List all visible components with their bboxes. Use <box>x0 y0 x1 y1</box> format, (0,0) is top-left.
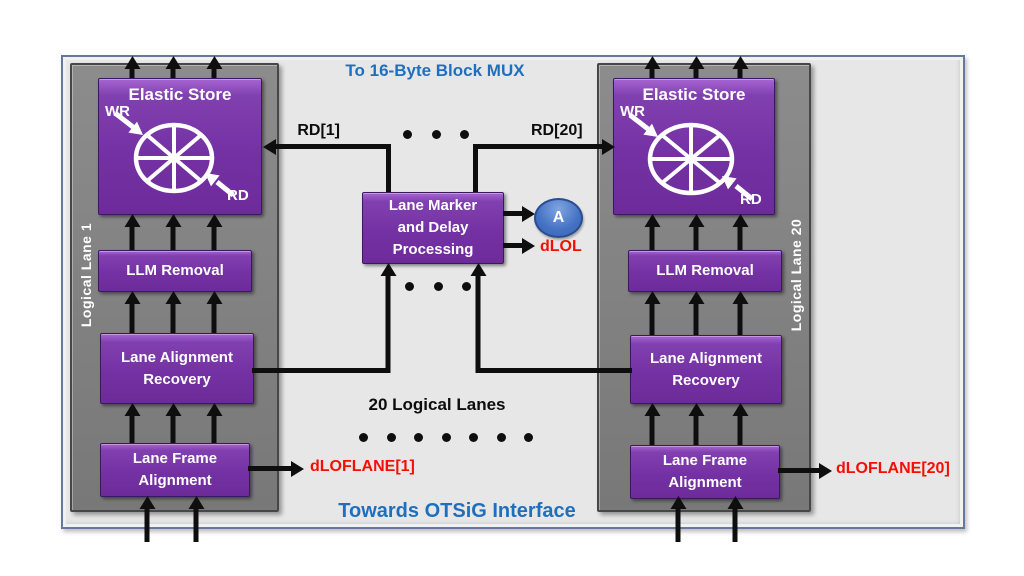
rd-pointer-label: RD <box>227 187 249 204</box>
dloflane20-signal-label: dLOFLANE[20] <box>836 460 950 477</box>
arrow-right-icon <box>248 466 291 471</box>
llm-removal-label: LLM Removal <box>656 262 754 279</box>
arrow-up-icon <box>693 69 699 78</box>
llm-removal-block-20: LLM Removal <box>628 250 782 292</box>
top-title: To 16-Byte Block MUX <box>345 61 525 80</box>
lfa-line2: Alignment <box>138 472 212 489</box>
dot <box>524 433 533 442</box>
dot <box>496 433 506 442</box>
elastic-store-title: Elastic Store <box>642 85 746 104</box>
lane-alignment-recovery-block-1: Lane Alignment Recovery <box>100 333 254 404</box>
ellipsis-dots <box>403 130 469 139</box>
lfa-line1: Lane Frame <box>662 452 748 469</box>
rd20-signal-label: RD[20] <box>531 122 583 139</box>
arrow-up-icon <box>170 227 176 250</box>
lane-marker-line1: Lane Marker <box>388 197 478 214</box>
arrow-up-icon <box>693 304 699 335</box>
arrow-up-icon <box>129 227 135 250</box>
lar-line1: Lane Alignment <box>650 349 762 367</box>
llm-removal-block-1: LLM Removal <box>98 250 252 292</box>
arrow-up-icon <box>193 509 199 542</box>
lar-line2: Recovery <box>143 370 211 388</box>
rd1-signal-label: RD[1] <box>297 122 340 139</box>
wr-pointer-label: WR <box>105 103 130 120</box>
lar-line2: Recovery <box>672 371 740 389</box>
dot <box>460 130 469 139</box>
arrow-up-icon <box>737 416 743 445</box>
arrow-up-icon <box>693 416 699 445</box>
arrow-up-icon <box>737 227 743 250</box>
arrow-up-icon <box>693 227 699 250</box>
lane-20-label: Logical Lane 20 <box>788 218 804 332</box>
arrow-up-icon <box>675 509 681 542</box>
arrow-left-icon <box>276 144 391 149</box>
arrow-up-icon <box>737 304 743 335</box>
dloflane1-signal-label: dLOFLANE[1] <box>310 458 415 475</box>
elastic-store-block-1: Elastic Store WR RD <box>98 78 262 215</box>
buffer-wheel-icon <box>113 111 235 197</box>
lane-frame-alignment-block-20: Lane Frame Alignment <box>630 445 780 499</box>
arrow-up-icon <box>211 304 217 333</box>
arrow-right-icon <box>473 144 602 149</box>
arrow-up-icon <box>475 276 481 373</box>
connector-line <box>252 368 390 373</box>
badge-letter: A <box>552 209 565 226</box>
arrow-up-icon <box>649 304 655 335</box>
arrow-right-icon <box>503 243 522 248</box>
lane-marker-delay-block: Lane Marker and Delay Processing <box>362 192 504 264</box>
arrow-up-icon <box>129 416 135 443</box>
lane-1-label: Logical Lane 1 <box>78 222 94 328</box>
dot <box>403 130 412 139</box>
dot <box>359 433 368 442</box>
llm-removal-label: LLM Removal <box>126 262 224 279</box>
arrow-up-icon <box>170 304 176 333</box>
dot <box>462 282 471 291</box>
arrow-up-icon <box>211 227 217 250</box>
buffer-wheel-icon <box>628 113 754 201</box>
arrow-up-icon <box>649 227 655 250</box>
ellipsis-dots <box>359 433 533 442</box>
elastic-store-title: Elastic Store <box>128 85 232 104</box>
lane-marker-line3: Processing <box>392 241 474 258</box>
connector-line <box>386 144 391 192</box>
lfa-line1: Lane Frame <box>132 450 218 467</box>
dot <box>431 130 441 139</box>
lanes-count-note: 20 Logical Lanes <box>368 395 506 414</box>
arrow-up-icon <box>129 304 135 333</box>
arrow-right-icon <box>503 211 522 216</box>
bottom-title: Towards OTSiG Interface <box>338 500 576 522</box>
dlol-signal-label: dLOL <box>540 238 582 255</box>
dot <box>433 282 443 291</box>
ellipsis-dots <box>405 282 471 291</box>
arrow-up-icon <box>170 416 176 443</box>
lar-line1: Lane Alignment <box>121 348 233 366</box>
a-consequent-badge: A <box>534 198 583 238</box>
arrow-up-icon <box>211 416 217 443</box>
elastic-store-block-20: Elastic Store WR RD <box>613 78 775 215</box>
connector-line <box>476 368 632 373</box>
dot <box>469 433 478 442</box>
arrow-up-icon <box>129 69 135 78</box>
arrow-up-icon <box>211 69 217 78</box>
arrow-up-icon <box>385 276 391 373</box>
lane-frame-alignment-block-1: Lane Frame Alignment <box>100 443 250 497</box>
arrow-up-icon <box>732 509 738 542</box>
lfa-line2: Alignment <box>668 474 742 491</box>
arrow-up-icon <box>649 416 655 445</box>
arrow-right-icon <box>778 468 819 473</box>
dot <box>441 433 451 442</box>
dot <box>414 433 423 442</box>
dot <box>405 282 414 291</box>
lane-alignment-recovery-block-20: Lane Alignment Recovery <box>630 335 782 404</box>
dot <box>386 433 396 442</box>
connector-line <box>473 144 478 192</box>
arrow-up-icon <box>649 69 655 78</box>
wr-pointer-label: WR <box>620 103 645 120</box>
arrow-up-icon <box>144 509 150 542</box>
arrow-up-icon <box>737 69 743 78</box>
rd-pointer-label: RD <box>740 191 762 208</box>
arrow-up-icon <box>170 69 176 78</box>
lane-marker-line2: and Delay <box>397 219 469 236</box>
